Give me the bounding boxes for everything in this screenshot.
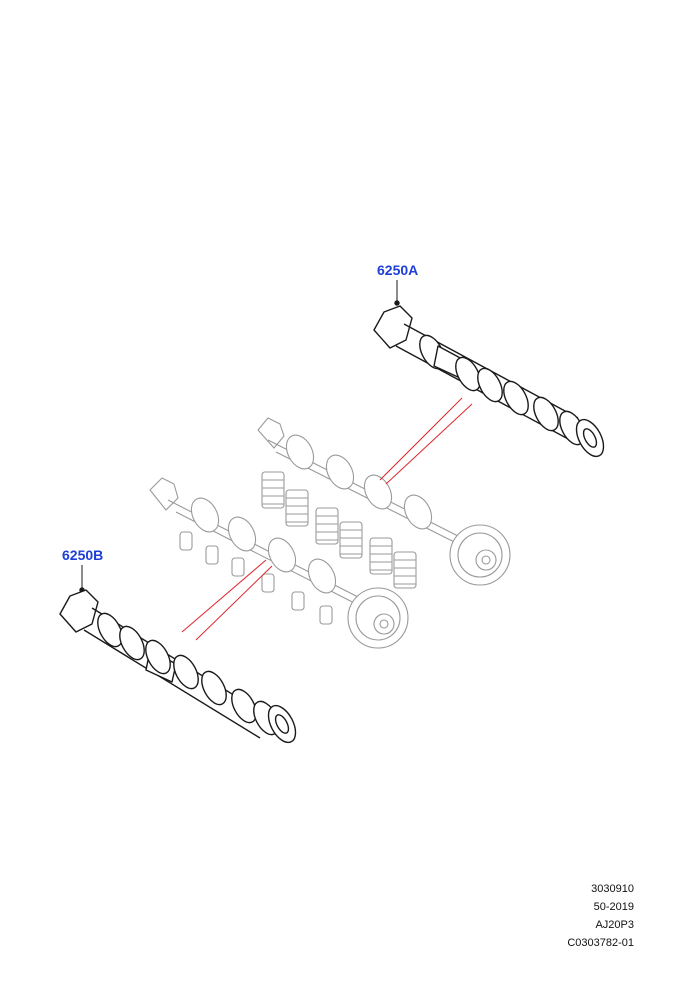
reference-line-3: AJ20P3 [595, 919, 634, 931]
reference-line-1: 3030910 [591, 883, 634, 895]
ghost-vvt-gear-rear [449, 524, 511, 586]
camshaft-6250b [59, 589, 297, 744]
camshaft-6250a [373, 305, 605, 458]
leader-lines [181, 397, 473, 641]
callout-label-6250a: 6250A [377, 262, 419, 278]
ghost-camshaft-front [149, 477, 369, 611]
cylinder-head-assembly [149, 417, 511, 649]
ghost-followers [179, 531, 333, 625]
reference-codes: 3030910 50-2019 AJ20P3 C0303782-01 [567, 880, 634, 952]
ghost-camshaft-rear [257, 417, 471, 551]
callout-label-6250b: 6250B [62, 547, 104, 563]
ghost-valve-springs [261, 471, 417, 589]
reference-line-2: 50-2019 [593, 901, 634, 913]
reference-line-4: C0303782-01 [567, 937, 634, 949]
ghost-vvt-gear-front [347, 587, 409, 649]
